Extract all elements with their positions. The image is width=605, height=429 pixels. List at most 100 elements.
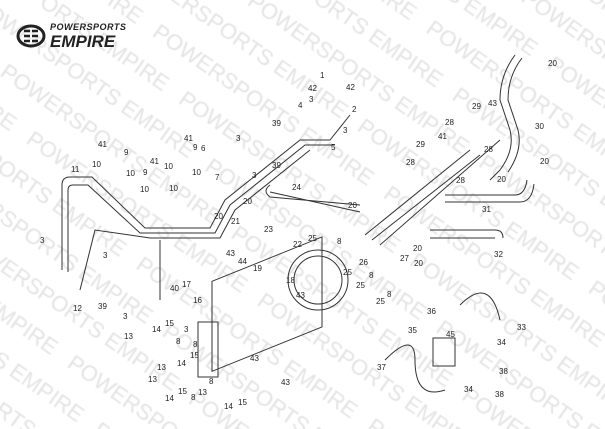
callout-3: 3	[103, 251, 108, 260]
callout-3: 3	[123, 312, 128, 321]
callout-43: 43	[296, 291, 305, 300]
callout-20: 20	[414, 259, 423, 268]
hose-left-3	[79, 149, 311, 291]
callout-41: 41	[184, 134, 193, 143]
callout-11: 11	[71, 165, 80, 174]
callout-28: 28	[445, 118, 454, 127]
callout-13: 13	[198, 388, 207, 397]
callout-25: 25	[308, 234, 317, 243]
callout-15: 15	[165, 319, 174, 328]
hoses	[61, 54, 535, 393]
callout-21: 21	[231, 217, 240, 226]
callout-43: 43	[488, 99, 497, 108]
callout-40: 40	[170, 284, 179, 293]
callout-43: 43	[250, 354, 259, 363]
callout-42: 42	[308, 84, 317, 93]
callout-41: 41	[98, 140, 107, 149]
callout-38: 38	[499, 367, 508, 376]
callout-15: 15	[178, 387, 187, 396]
callout-15: 15	[190, 351, 199, 360]
hose-32	[430, 229, 504, 239]
callout-4: 4	[298, 101, 303, 110]
callout-44: 44	[238, 257, 247, 266]
callout-39: 39	[272, 119, 281, 128]
callout-1: 1	[320, 71, 325, 80]
callout-42: 42	[346, 83, 355, 92]
fan-shroud	[287, 249, 349, 311]
reservoir	[432, 337, 456, 367]
callout-10: 10	[169, 184, 178, 193]
fan-blades	[293, 255, 343, 305]
callout-28: 28	[406, 158, 415, 167]
callout-7: 7	[215, 173, 220, 182]
hose-33	[459, 292, 501, 321]
callout-10: 10	[140, 185, 149, 194]
callout-41: 41	[150, 157, 159, 166]
callout-8: 8	[193, 340, 198, 349]
callout-19: 19	[253, 264, 262, 273]
logo-emblem-icon	[16, 24, 46, 48]
callout-28: 28	[456, 176, 465, 185]
callout-39: 39	[98, 302, 107, 311]
callout-15: 15	[238, 398, 247, 407]
callout-39: 39	[272, 161, 281, 170]
pipe-frame	[364, 139, 501, 246]
callout-2: 2	[352, 105, 357, 114]
callout-3: 3	[343, 126, 348, 135]
callout-35: 35	[408, 326, 417, 335]
callout-22: 22	[293, 240, 302, 249]
callout-27: 27	[400, 254, 409, 263]
callout-3: 3	[309, 95, 314, 104]
callout-30: 30	[535, 122, 544, 131]
callout-20: 20	[497, 175, 506, 184]
callout-13: 13	[157, 363, 166, 372]
callout-32: 32	[494, 250, 503, 259]
callout-29: 29	[416, 140, 425, 149]
callout-8: 8	[176, 337, 181, 346]
callout-13: 13	[148, 375, 157, 384]
callout-6: 6	[201, 144, 206, 153]
callout-20: 20	[214, 212, 223, 221]
callout-20: 20	[540, 157, 549, 166]
callout-43: 43	[226, 249, 235, 258]
callout-5: 5	[331, 143, 336, 152]
callout-26: 26	[359, 258, 368, 267]
callout-8: 8	[387, 290, 392, 299]
callout-9: 9	[143, 168, 148, 177]
callout-10: 10	[126, 169, 135, 178]
hose-24	[265, 184, 361, 213]
callout-3: 3	[252, 171, 257, 180]
callout-37: 37	[377, 363, 386, 372]
callout-10: 10	[164, 162, 173, 171]
callout-25: 25	[356, 281, 365, 290]
hose-35	[384, 344, 446, 393]
logo: POWERSPORTS EMPIRE	[16, 22, 126, 50]
callout-14: 14	[152, 325, 161, 334]
callout-13: 13	[124, 332, 133, 341]
callout-12: 12	[73, 304, 82, 313]
oil-cooler	[197, 321, 219, 378]
radiator	[211, 236, 323, 373]
callout-38: 38	[495, 390, 504, 399]
callout-8: 8	[337, 237, 342, 246]
hose-left-1	[61, 114, 351, 270]
hose-left-2	[67, 144, 335, 272]
hose-31	[445, 179, 528, 196]
callout-28: 28	[484, 145, 493, 154]
callout-18: 18	[286, 276, 295, 285]
callout-14: 14	[165, 394, 174, 403]
callout-17: 17	[182, 280, 191, 289]
hose-30-inner	[507, 57, 523, 173]
callout-34: 34	[464, 385, 473, 394]
callout-9: 9	[124, 148, 129, 157]
callout-8: 8	[209, 377, 214, 386]
callout-24: 24	[292, 183, 301, 192]
callout-3: 3	[236, 134, 241, 143]
callout-36: 36	[427, 307, 436, 316]
hose-31-inner	[445, 183, 535, 203]
logo-line2: EMPIRE	[50, 32, 116, 51]
callout-25: 25	[343, 268, 352, 277]
